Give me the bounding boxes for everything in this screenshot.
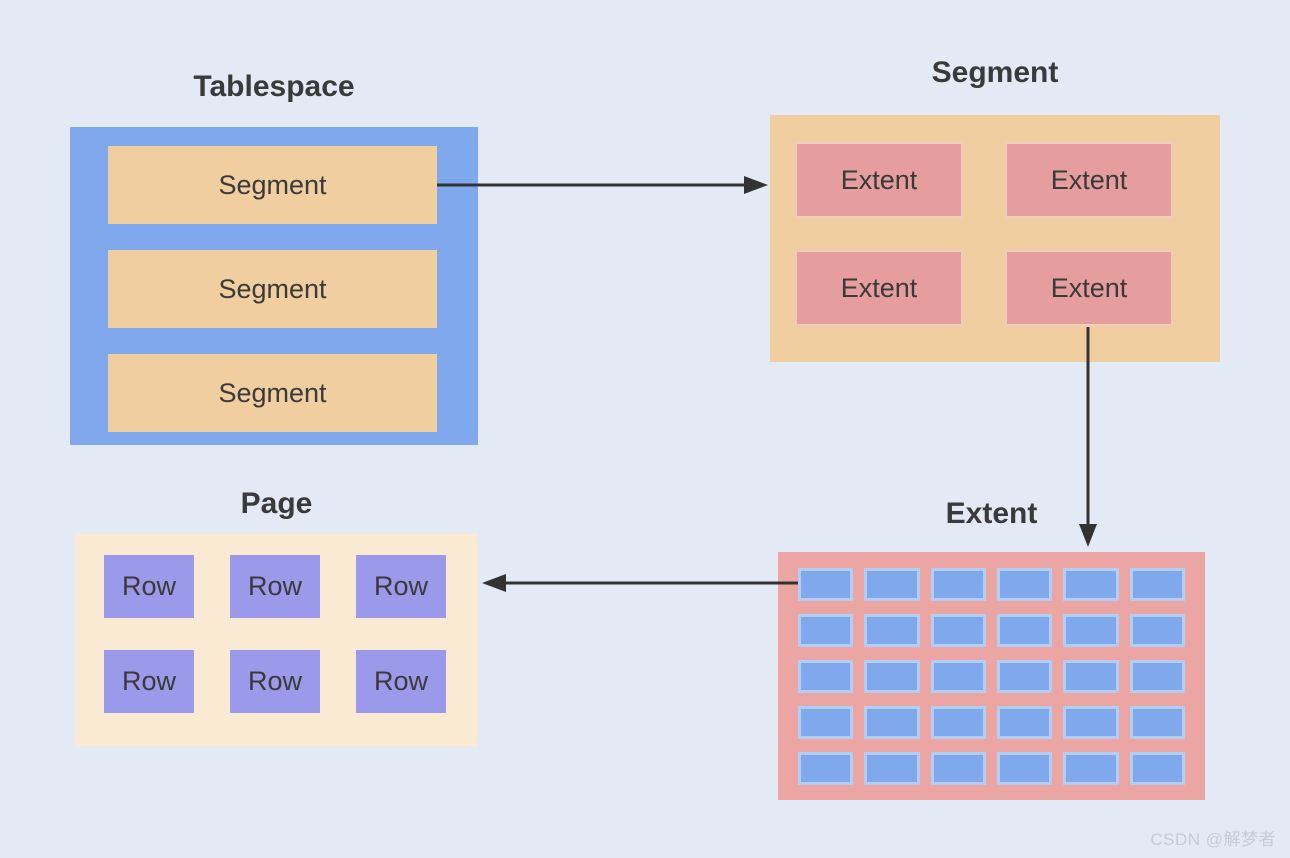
row-item: Row bbox=[230, 650, 320, 713]
tablespace-box: Segment Segment Segment bbox=[70, 127, 478, 445]
segment-box: Extent Extent Extent Extent bbox=[770, 115, 1220, 362]
extent-page-cell bbox=[930, 752, 986, 785]
watermark: CSDN @解梦者 bbox=[1150, 830, 1276, 849]
extent-page-cell bbox=[1129, 706, 1185, 739]
extent-page-cell bbox=[1063, 614, 1119, 647]
extent-page-cell bbox=[930, 706, 986, 739]
page-title: Page bbox=[240, 487, 313, 520]
row-item: Row bbox=[104, 555, 194, 618]
extent-page-cell bbox=[864, 614, 920, 647]
segment-item: Segment bbox=[108, 146, 437, 224]
extent-page-cell bbox=[1129, 568, 1185, 601]
extent-page-cell bbox=[798, 706, 854, 739]
extent-page-cell bbox=[996, 614, 1053, 647]
row-item: Row bbox=[356, 555, 446, 618]
row-item: Row bbox=[356, 650, 446, 713]
extent-page-cell bbox=[1063, 706, 1119, 739]
extent-page-cell bbox=[798, 660, 854, 693]
extent-title: Extent bbox=[945, 497, 1038, 530]
page-box: Row Row Row Row Row Row bbox=[75, 533, 478, 747]
extent-page-cell bbox=[930, 568, 986, 601]
extent-page-cell bbox=[864, 568, 920, 601]
segment-title: Segment bbox=[931, 56, 1059, 89]
extent-grid bbox=[778, 552, 1205, 800]
extent-item: Extent bbox=[1005, 250, 1173, 326]
extent-page-cell bbox=[864, 706, 920, 739]
extent-page-cell bbox=[798, 568, 854, 601]
extent-page-cell bbox=[1129, 614, 1185, 647]
extent-page-cell bbox=[798, 614, 854, 647]
extent-page-cell bbox=[996, 660, 1053, 693]
extent-page-cell bbox=[864, 752, 920, 785]
extent-item: Extent bbox=[795, 250, 963, 326]
arrow-extent-to-page bbox=[482, 574, 798, 592]
extent-page-cell bbox=[930, 614, 986, 647]
extent-page-cell bbox=[1063, 660, 1119, 693]
tablespace-title: Tablespace bbox=[193, 70, 355, 103]
extent-item: Extent bbox=[1005, 142, 1173, 218]
extent-page-cell bbox=[1129, 752, 1185, 785]
extent-page-cell bbox=[1063, 568, 1119, 601]
segment-item: Segment bbox=[108, 354, 437, 432]
extent-page-cell bbox=[864, 660, 920, 693]
extent-page-cell bbox=[996, 706, 1053, 739]
segment-item: Segment bbox=[108, 250, 437, 328]
extent-page-cell bbox=[798, 752, 854, 785]
arrow-tablespace-to-segment bbox=[437, 176, 768, 194]
extent-page-cell bbox=[1129, 660, 1185, 693]
extent-item: Extent bbox=[795, 142, 963, 218]
extent-page-cell bbox=[930, 660, 986, 693]
row-item: Row bbox=[230, 555, 320, 618]
extent-page-cell bbox=[1063, 752, 1119, 785]
extent-page-cell bbox=[996, 568, 1053, 601]
row-item: Row bbox=[104, 650, 194, 713]
extent-box bbox=[778, 552, 1205, 800]
extent-page-cell bbox=[996, 752, 1053, 785]
